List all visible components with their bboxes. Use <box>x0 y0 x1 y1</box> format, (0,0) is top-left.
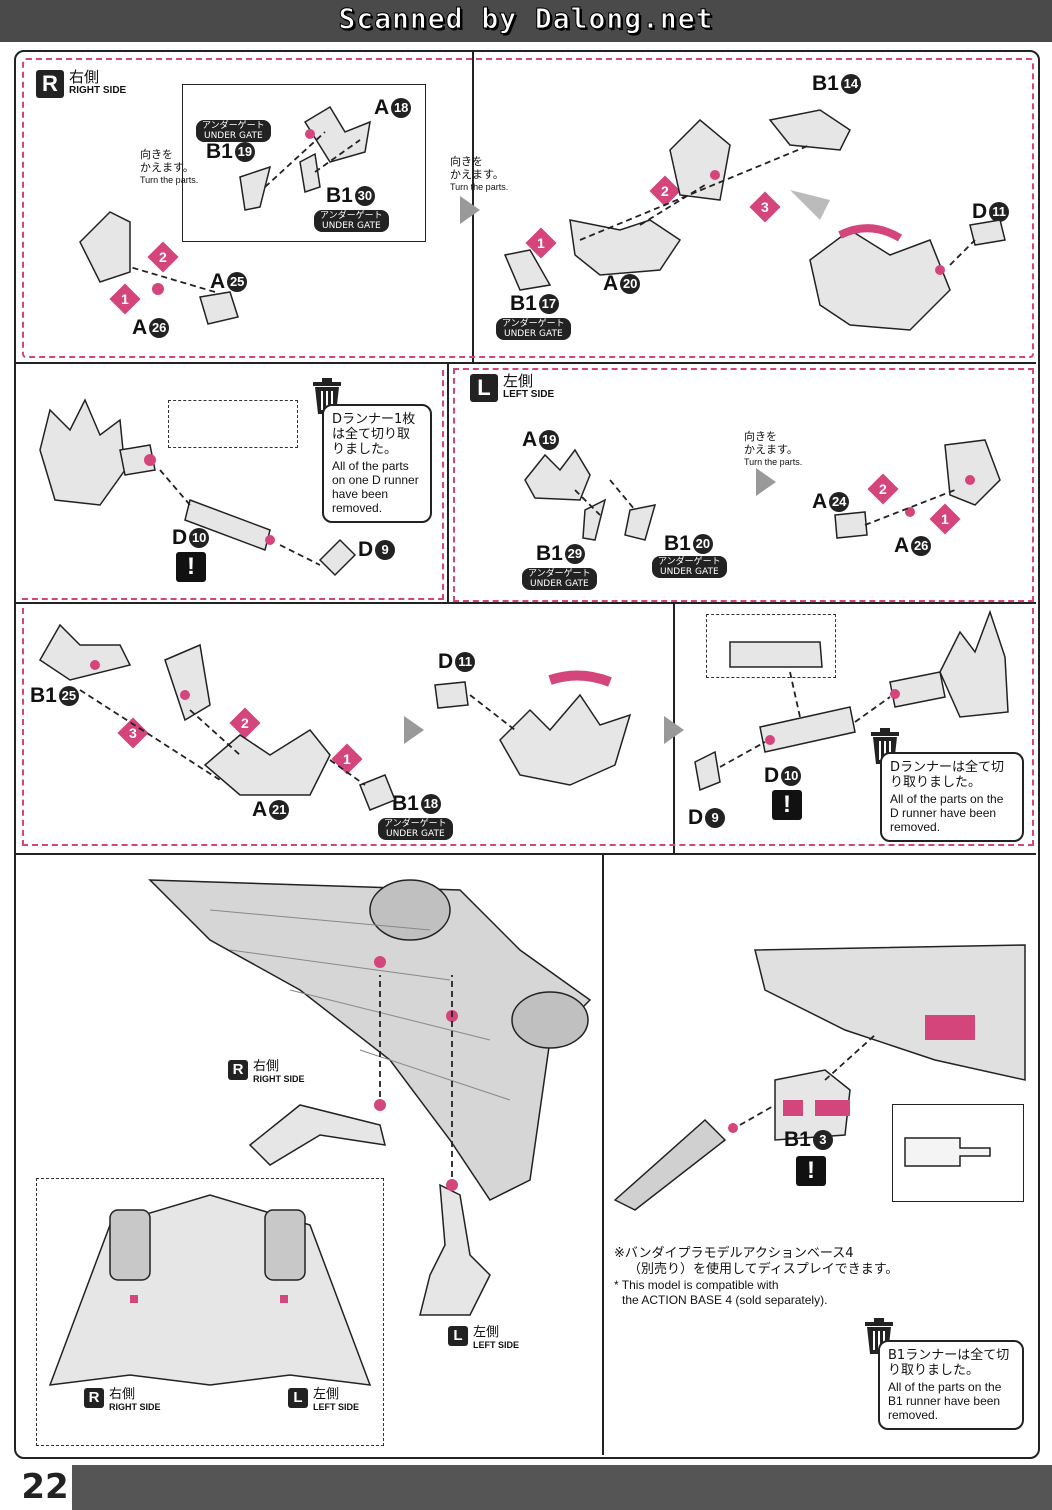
scan-watermark: Scanned by Dalong.net <box>338 2 714 36</box>
assembly-illustration <box>694 609 1009 792</box>
left-side-section-border <box>453 368 1034 602</box>
aircraft-underside-illustration <box>148 879 592 1201</box>
turn-parts-note: 向きをかえます。Turn the parts. <box>140 148 199 185</box>
turn-parts-note: 向きをかえます。Turn the parts. <box>744 430 803 467</box>
assembly-illustration <box>503 109 1006 331</box>
right-side-continued-border <box>22 370 444 600</box>
bottom-footer-bar <box>72 1465 1052 1510</box>
left-side-continued-border <box>22 608 1034 846</box>
caution-icon: ! <box>772 790 802 820</box>
top-header-bar <box>0 0 1052 42</box>
assembly-illustration <box>248 975 491 1316</box>
assembly-illustration <box>434 670 632 786</box>
divider-row1 <box>16 362 1036 364</box>
action-base-illustration <box>613 944 1026 1211</box>
aircraft-assembled-illustration <box>48 1194 372 1386</box>
runner-removed-note: B1ランナーは全て切り取りました。All of the parts on the… <box>878 1340 1024 1430</box>
flow-arrow <box>460 196 480 224</box>
part-detail-illustration <box>904 1137 991 1167</box>
flow-arrow <box>404 716 424 744</box>
page-number: 22 <box>21 1467 69 1507</box>
detail-inset-box <box>36 1178 384 1446</box>
action-base-compatibility-note: ※バンダイプラモデルアクションベース4 （別売り）を使用してディスプレイできます… <box>614 1246 899 1307</box>
detail-inset-box <box>706 614 836 678</box>
right-side-section-border <box>22 58 1034 358</box>
runner-removed-note: Dランナーは全て切り取りました。All of the parts on the … <box>880 752 1024 842</box>
detail-inset-box <box>168 400 298 448</box>
divider-col-r4 <box>602 855 604 1455</box>
assembly-illustration <box>39 623 396 811</box>
assembly-illustration <box>524 439 1001 541</box>
caution-icon: ! <box>176 552 206 582</box>
divider-col-r2 <box>447 364 449 602</box>
assembly-illustration <box>39 398 357 577</box>
page-frame <box>14 50 1040 1459</box>
flow-arrow <box>664 716 684 744</box>
assembly-illustration <box>79 105 371 325</box>
divider-row3 <box>16 853 1036 855</box>
divider-row2 <box>16 602 1036 604</box>
flow-arrow <box>756 468 776 496</box>
caution-icon: ! <box>796 1156 826 1186</box>
turn-parts-note: 向きをかえます。Turn the parts. <box>450 155 509 192</box>
runner-removed-note: Dランナー1枚は全て切り取りました。All of the parts on on… <box>322 404 432 523</box>
